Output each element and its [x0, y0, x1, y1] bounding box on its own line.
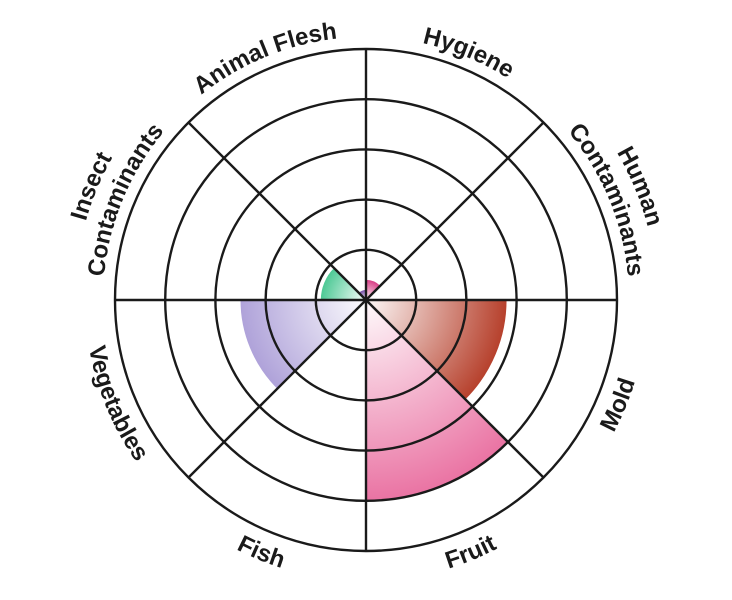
polar-grid [113, 47, 619, 553]
sector-insect-contaminants [320, 268, 366, 300]
label-animal-flesh: Animal Flesh [189, 18, 339, 100]
sector-fruit [366, 300, 508, 501]
grid-spoke-4 [365, 299, 545, 479]
label-hygiene-line-1: Hygiene [421, 23, 519, 84]
grid-spoke-2 [365, 121, 545, 301]
label-animal-flesh-line-1: Animal Flesh [189, 18, 339, 100]
label-vegetables-line-1: Vegetables [83, 343, 154, 465]
sector-vegetables [240, 300, 366, 389]
grid-spoke-8 [187, 121, 367, 301]
data-sectors [240, 268, 508, 501]
sector-mold [366, 300, 507, 400]
label-hygiene: Hygiene [421, 23, 519, 84]
label-vegetables: Vegetables [83, 343, 154, 465]
grid-spoke-6 [187, 299, 367, 479]
